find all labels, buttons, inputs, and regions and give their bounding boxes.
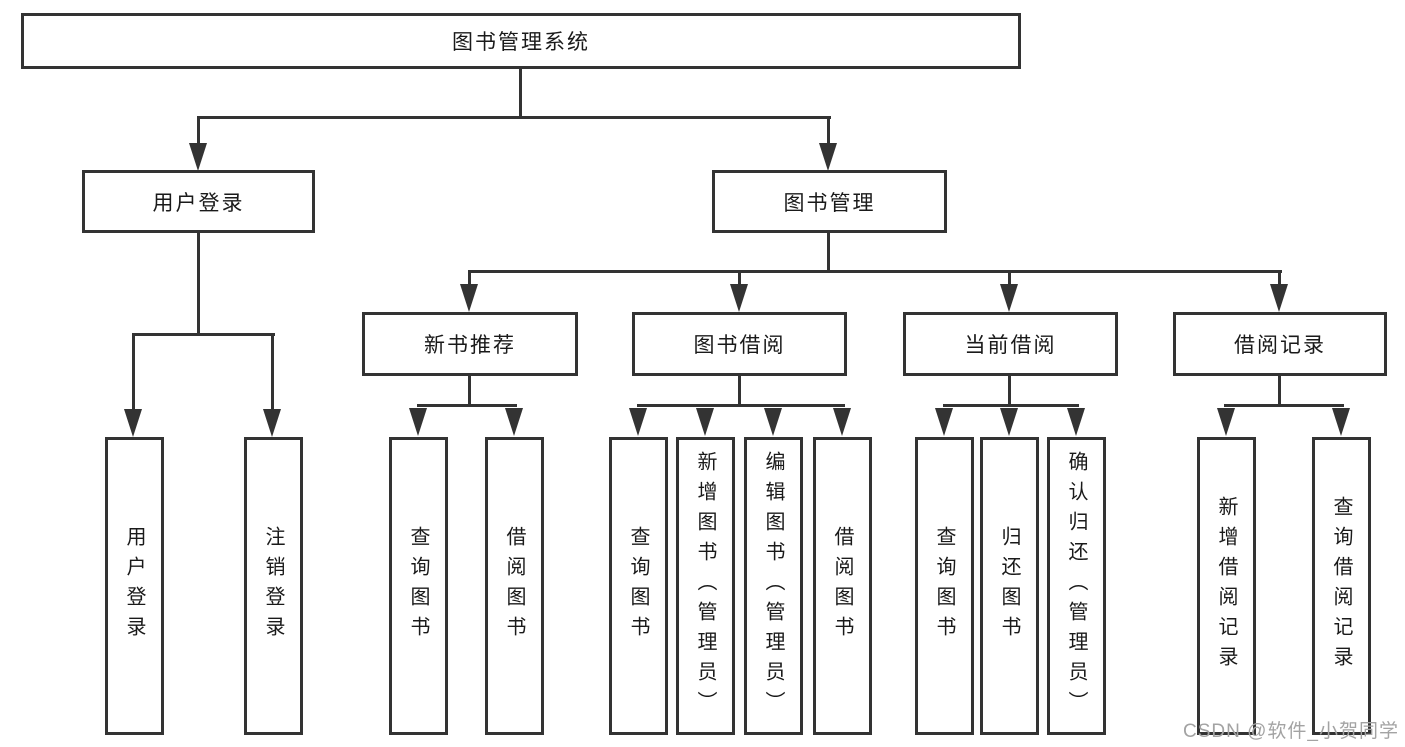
leaf-edit-books-admin: 编辑图书（管理员） — [744, 437, 803, 735]
arrow-down-icon — [696, 408, 714, 436]
leaf-label: 归还图书 — [998, 526, 1020, 646]
leaf-label: 用户登录 — [123, 526, 145, 646]
leaf-label: 查询图书 — [407, 526, 429, 646]
node-new-book-recommend-label: 新书推荐 — [424, 334, 516, 357]
connector-book-borrow-bar — [637, 404, 845, 407]
leaf-borrow-books: 借阅图书 — [813, 437, 872, 735]
leaf-query-books-recommend: 查询图书 — [389, 437, 448, 735]
arrow-down-icon — [505, 408, 523, 436]
arrow-down-icon — [189, 143, 207, 171]
connector-drop-new-book-recommend — [468, 270, 471, 286]
node-borrow-records-label: 借阅记录 — [1234, 334, 1326, 357]
arrow-down-icon — [1270, 284, 1288, 312]
connector-book-management-trunk — [827, 233, 830, 273]
leaf-label: 新增借阅记录 — [1215, 496, 1237, 676]
arrow-down-icon — [124, 409, 142, 437]
leaf-label: 借阅图书 — [503, 526, 525, 646]
connector-drop-leaf-user-login — [132, 333, 135, 412]
root-node: 图书管理系统 — [21, 13, 1021, 69]
arrow-down-icon — [764, 408, 782, 436]
connector-user-login-bar — [132, 333, 275, 336]
leaf-label: 借阅图书 — [831, 526, 853, 646]
connector-user-login-trunk — [197, 233, 200, 336]
connector-drop-user-login — [197, 116, 200, 146]
root-node-label: 图书管理系统 — [452, 31, 590, 54]
connector-drop-book-management — [827, 116, 830, 146]
arrow-down-icon — [263, 409, 281, 437]
connector-root-trunk — [519, 69, 522, 118]
leaf-label: 查询借阅记录 — [1330, 496, 1352, 676]
leaf-add-books-admin: 新增图书（管理员） — [676, 437, 735, 735]
connector-level3-bar — [468, 270, 1282, 273]
arrow-down-icon — [730, 284, 748, 312]
node-borrow-records: 借阅记录 — [1173, 312, 1387, 376]
leaf-confirm-return-admin: 确认归还（管理员） — [1047, 437, 1106, 735]
node-new-book-recommend: 新书推荐 — [362, 312, 578, 376]
arrow-down-icon — [1067, 408, 1085, 436]
leaf-label: 编辑图书（管理员） — [762, 451, 784, 721]
leaf-label: 查询图书 — [933, 526, 955, 646]
node-user-login: 用户登录 — [82, 170, 315, 233]
connector-drop-leaf-logout — [271, 333, 274, 412]
connector-current-borrow-trunk — [1008, 376, 1011, 407]
arrow-down-icon — [833, 408, 851, 436]
arrow-down-icon — [935, 408, 953, 436]
node-user-login-label: 用户登录 — [152, 191, 245, 215]
node-current-borrow: 当前借阅 — [903, 312, 1118, 376]
arrow-down-icon — [819, 143, 837, 171]
leaf-query-borrow-record: 查询借阅记录 — [1312, 437, 1371, 735]
connector-level1-bar — [197, 116, 831, 119]
arrow-down-icon — [409, 408, 427, 436]
node-book-borrow: 图书借阅 — [632, 312, 847, 376]
connector-borrow-records-trunk — [1278, 376, 1281, 407]
connector-current-borrow-bar — [943, 404, 1079, 407]
leaf-logout: 注销登录 — [244, 437, 303, 735]
leaf-label: 注销登录 — [262, 526, 284, 646]
csdn-watermark: CSDN @软件_小贺同学 — [1183, 721, 1399, 742]
connector-borrow-records-bar — [1224, 404, 1344, 407]
leaf-user-login: 用户登录 — [105, 437, 164, 735]
leaf-add-borrow-record: 新增借阅记录 — [1197, 437, 1256, 735]
leaf-return-books: 归还图书 — [980, 437, 1039, 735]
leaf-label: 查询图书 — [627, 526, 649, 646]
arrow-down-icon — [629, 408, 647, 436]
arrow-down-icon — [1000, 284, 1018, 312]
arrow-down-icon — [1000, 408, 1018, 436]
connector-drop-current-borrow — [1008, 270, 1011, 286]
connector-new-book-recommend-bar — [417, 404, 517, 407]
leaf-borrow-books-recommend: 借阅图书 — [485, 437, 544, 735]
connector-new-book-recommend-trunk — [468, 376, 471, 407]
connector-drop-book-borrow — [738, 270, 741, 286]
node-book-management-label: 图书管理 — [783, 191, 876, 215]
arrow-down-icon — [460, 284, 478, 312]
leaf-label: 新增图书（管理员） — [694, 451, 716, 721]
node-book-borrow-label: 图书借阅 — [693, 334, 786, 357]
leaf-query-books-current: 查询图书 — [915, 437, 974, 735]
arrow-down-icon — [1217, 408, 1235, 436]
node-book-management: 图书管理 — [712, 170, 947, 233]
arrow-down-icon — [1332, 408, 1350, 436]
connector-drop-borrow-records — [1278, 270, 1281, 286]
leaf-label: 确认归还（管理员） — [1065, 451, 1087, 721]
node-current-borrow-label: 当前借阅 — [964, 334, 1057, 357]
connector-book-borrow-trunk — [738, 376, 741, 407]
leaf-query-books-borrow: 查询图书 — [609, 437, 668, 735]
